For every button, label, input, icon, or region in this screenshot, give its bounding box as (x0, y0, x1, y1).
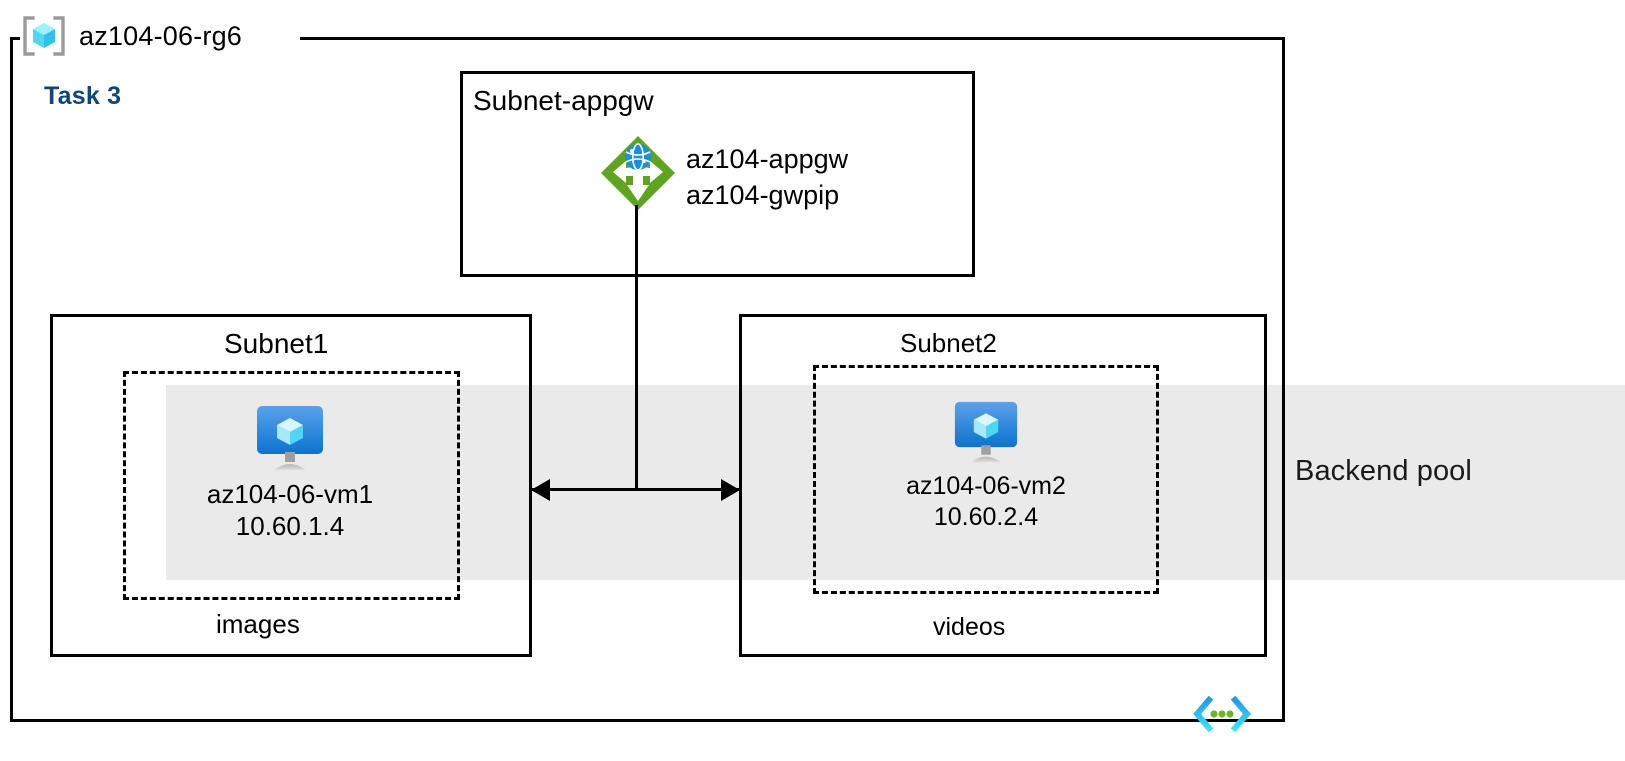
code-brackets-icon (1192, 694, 1252, 734)
vm2-ip: 10.60.2.4 (933, 502, 1039, 531)
arrow-head-left-icon (531, 479, 550, 501)
virtual-machine-icon (949, 401, 1023, 470)
resource-group-title-background (20, 8, 300, 64)
resource-group-name: az104-06-rg6 (79, 20, 243, 51)
subnet-appgw-box (460, 71, 975, 277)
arrow-head-right-icon (721, 479, 740, 501)
backend-pool-band (166, 385, 1625, 580)
vm2-block: az104-06-vm2 10.60.2.4 (856, 400, 1116, 532)
gateway-to-vms-connector (635, 205, 638, 490)
gwpip-name: az104-gwpip (686, 179, 840, 210)
subnet2-group-boundary (813, 365, 1159, 594)
appgw-resource-labels: az104-appgw az104-gwpip (686, 142, 848, 214)
subnet1-group-label: images (216, 609, 300, 639)
backend-pool-label: Backend pool (1295, 455, 1472, 487)
resource-group-header: az104-06-rg6 (20, 10, 242, 62)
subnet1-box (50, 314, 532, 657)
subnet1-title: Subnet1 (224, 328, 329, 359)
subnet-appgw-title: Subnet-appgw (473, 85, 654, 116)
vm1-block: az104-06-vm1 10.60.1.4 (160, 404, 420, 542)
subnet2-box (739, 314, 1267, 657)
application-gateway-icon (598, 133, 678, 213)
resource-group-box (10, 37, 1285, 722)
vm1-name: az104-06-vm1 (206, 479, 374, 509)
appgw-name: az104-appgw (686, 144, 849, 174)
subnet1-subnet2-connector (531, 488, 740, 491)
vm2-name: az104-06-vm2 (906, 472, 1066, 500)
subnet2-group-label: videos (933, 613, 1006, 641)
resource-group-cube-icon (20, 14, 68, 58)
subnet2-title: Subnet2 (900, 328, 997, 358)
virtual-machine-icon (251, 406, 329, 478)
vm1-ip: 10.60.1.4 (235, 510, 345, 541)
task-label: Task 3 (44, 82, 122, 110)
subnet1-group-boundary (123, 371, 460, 600)
